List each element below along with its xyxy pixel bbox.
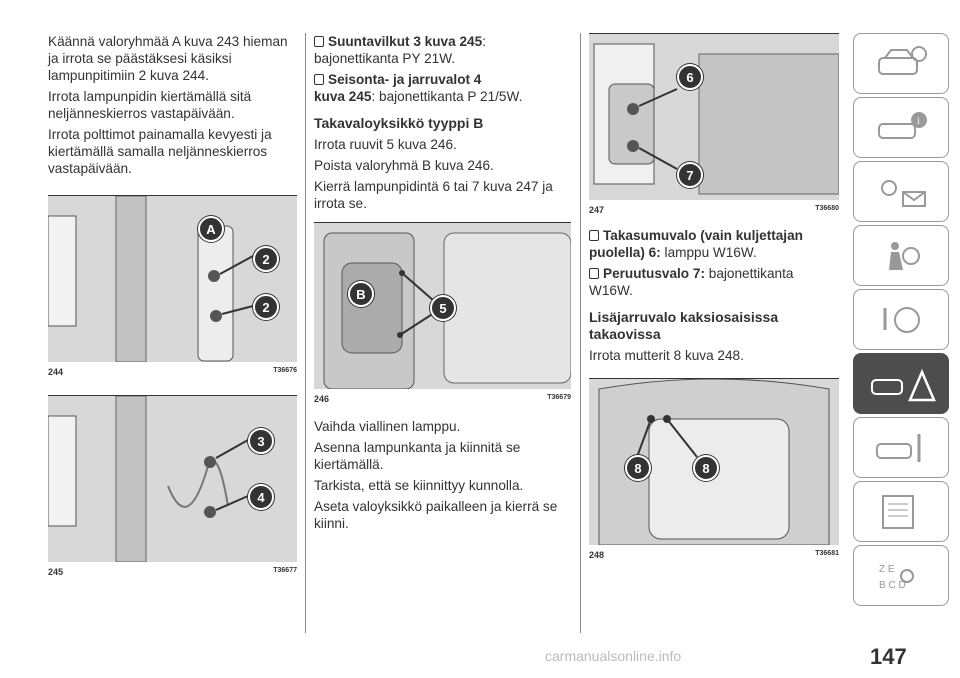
paragraph: Irrota polttimot painamalla kevyesti ja … bbox=[48, 127, 272, 176]
figure-246: B 5 246 T36679 bbox=[314, 222, 571, 404]
service-icon bbox=[876, 433, 921, 462]
tab-emergency[interactable] bbox=[853, 353, 949, 414]
paragraph: Käännä valoryhmää A kuva 243 hieman ja i… bbox=[48, 34, 288, 83]
figure-code: T36681 bbox=[815, 550, 839, 557]
bulb-note-icon bbox=[589, 268, 599, 279]
figure-image: B 5 bbox=[314, 222, 571, 389]
column-2: Suuntavilkut 3 kuva 245: bajonettikanta … bbox=[314, 33, 571, 536]
tab-car-info-i[interactable]: i bbox=[853, 97, 949, 158]
figure-image: 3 4 bbox=[48, 395, 297, 562]
tab-driving[interactable] bbox=[853, 289, 949, 350]
figure-image: 8 8 bbox=[589, 378, 839, 545]
figure-caption: 246 T36679 bbox=[314, 394, 571, 404]
callout-6: 6 bbox=[677, 64, 703, 90]
index-icon: Z E B C D bbox=[879, 564, 914, 591]
paragraph: Tarkista, että se kiinnittyy kunnolla. bbox=[314, 478, 524, 493]
paragraph: Aseta valoyksikkö paikalleen ja kierrä s… bbox=[314, 499, 558, 531]
car-info-icon bbox=[878, 45, 927, 75]
paragraph: Irrota mutterit 8 kuva 248. bbox=[589, 348, 744, 363]
figure-244: A 2 2 244 T36676 bbox=[48, 195, 297, 377]
bulb-note-icon bbox=[589, 230, 599, 241]
figure-247: 6 7 247 T36680 bbox=[589, 33, 839, 215]
airbag-icon bbox=[889, 241, 920, 270]
figure-caption: 247 T36680 bbox=[589, 205, 839, 215]
figure-caption: 244 T36676 bbox=[48, 367, 297, 377]
figure-code: T36679 bbox=[547, 394, 571, 401]
car-info-i-icon: i bbox=[878, 111, 927, 139]
figure-number: 245 bbox=[48, 567, 64, 577]
paragraph: Asenna lampunkanta ja kiinnitä se kiertä… bbox=[314, 440, 521, 472]
steering-icon bbox=[883, 306, 920, 333]
section-subheading: Lisäjarruvalo kaksiosaisissa takaovissa bbox=[589, 309, 779, 342]
figure-code: T36676 bbox=[273, 367, 297, 374]
emergency-icon bbox=[871, 368, 936, 401]
callout-7: 7 bbox=[677, 162, 703, 188]
figure-number: 247 bbox=[589, 205, 605, 215]
paragraph: Irrota ruuvit 5 kuva 246. bbox=[314, 137, 457, 152]
tab-car-info[interactable] bbox=[853, 33, 949, 94]
figure-caption: 248 T36681 bbox=[589, 550, 839, 560]
column-1: Käännä valoryhmää A kuva 243 hieman ja i… bbox=[48, 0, 297, 577]
column-divider bbox=[580, 33, 581, 633]
tab-safety[interactable] bbox=[853, 225, 949, 286]
figure-image: A 2 2 bbox=[48, 195, 297, 362]
figure-code: T36680 bbox=[815, 205, 839, 212]
svg-text:B C D: B C D bbox=[879, 580, 906, 591]
tab-index[interactable]: Z E B C D bbox=[853, 545, 949, 606]
tab-specs[interactable] bbox=[853, 481, 949, 542]
warning-lights-icon bbox=[881, 179, 926, 207]
figure-number: 246 bbox=[314, 394, 330, 404]
section-subheading: Takavaloyksikkö tyyppi B bbox=[314, 115, 484, 131]
figure-248: 8 8 248 T36681 bbox=[589, 378, 839, 560]
heading-fog-light: Takasumuvalo (vain kuljettajan puolella)… bbox=[589, 228, 803, 260]
svg-text:Z E: Z E bbox=[879, 564, 895, 575]
figure-245: 3 4 245 T36677 bbox=[48, 395, 297, 577]
spec-list-icon bbox=[882, 494, 914, 529]
van-rear-illustration bbox=[48, 196, 297, 362]
figure-caption: 245 T36677 bbox=[48, 567, 297, 577]
watermark-footer: carmanualsonline.info bbox=[545, 648, 682, 664]
bulb-note-icon bbox=[314, 36, 324, 47]
tab-service[interactable] bbox=[853, 417, 949, 478]
callout-3: 3 bbox=[248, 428, 274, 454]
bulb-note-icon bbox=[314, 74, 324, 85]
paragraph: Irrota lampunpidin kiertämällä sitä nelj… bbox=[48, 89, 252, 121]
paragraph: Vaihda viallinen lamppu. bbox=[314, 419, 461, 434]
figure-number: 248 bbox=[589, 550, 605, 560]
callout-8: 8 bbox=[693, 455, 719, 481]
svg-text:i: i bbox=[917, 116, 920, 127]
column-3: 6 7 247 T36680 Takasumuvalo (vain kuljet… bbox=[589, 33, 839, 560]
heading-turn-signals: Suuntavilkut 3 kuva 245: bajonettikanta … bbox=[314, 34, 486, 66]
tab-warning-lights[interactable] bbox=[853, 161, 949, 222]
page-number: 147 bbox=[870, 644, 907, 669]
callout-4: 4 bbox=[248, 484, 274, 510]
column-divider bbox=[305, 33, 306, 633]
van-rear-illustration bbox=[48, 396, 297, 562]
callout-A: A bbox=[198, 216, 224, 242]
figure-number: 244 bbox=[48, 367, 64, 377]
heading-reverse-light: Peruutusvalo 7: bajonettikanta W16W. bbox=[589, 266, 794, 298]
callout-B: B bbox=[348, 281, 374, 307]
figure-image: 6 7 bbox=[589, 33, 839, 200]
callout-2: 2 bbox=[253, 294, 279, 320]
paragraph: Kierrä lampunpidintä 6 tai 7 kuva 247 ja… bbox=[314, 179, 553, 211]
heading-brake-lights: Seisonta- ja jarruvalot 4 kuva 245: bajo… bbox=[314, 72, 523, 104]
figure-code: T36677 bbox=[273, 567, 297, 574]
callout-2: 2 bbox=[253, 246, 279, 272]
callout-8: 8 bbox=[625, 455, 651, 481]
chapter-tabs: i Z E B C D bbox=[853, 33, 949, 609]
callout-5: 5 bbox=[430, 295, 456, 321]
paragraph: Poista valoryhmä B kuva 246. bbox=[314, 158, 494, 173]
lamp-holder-illustration bbox=[589, 34, 839, 200]
